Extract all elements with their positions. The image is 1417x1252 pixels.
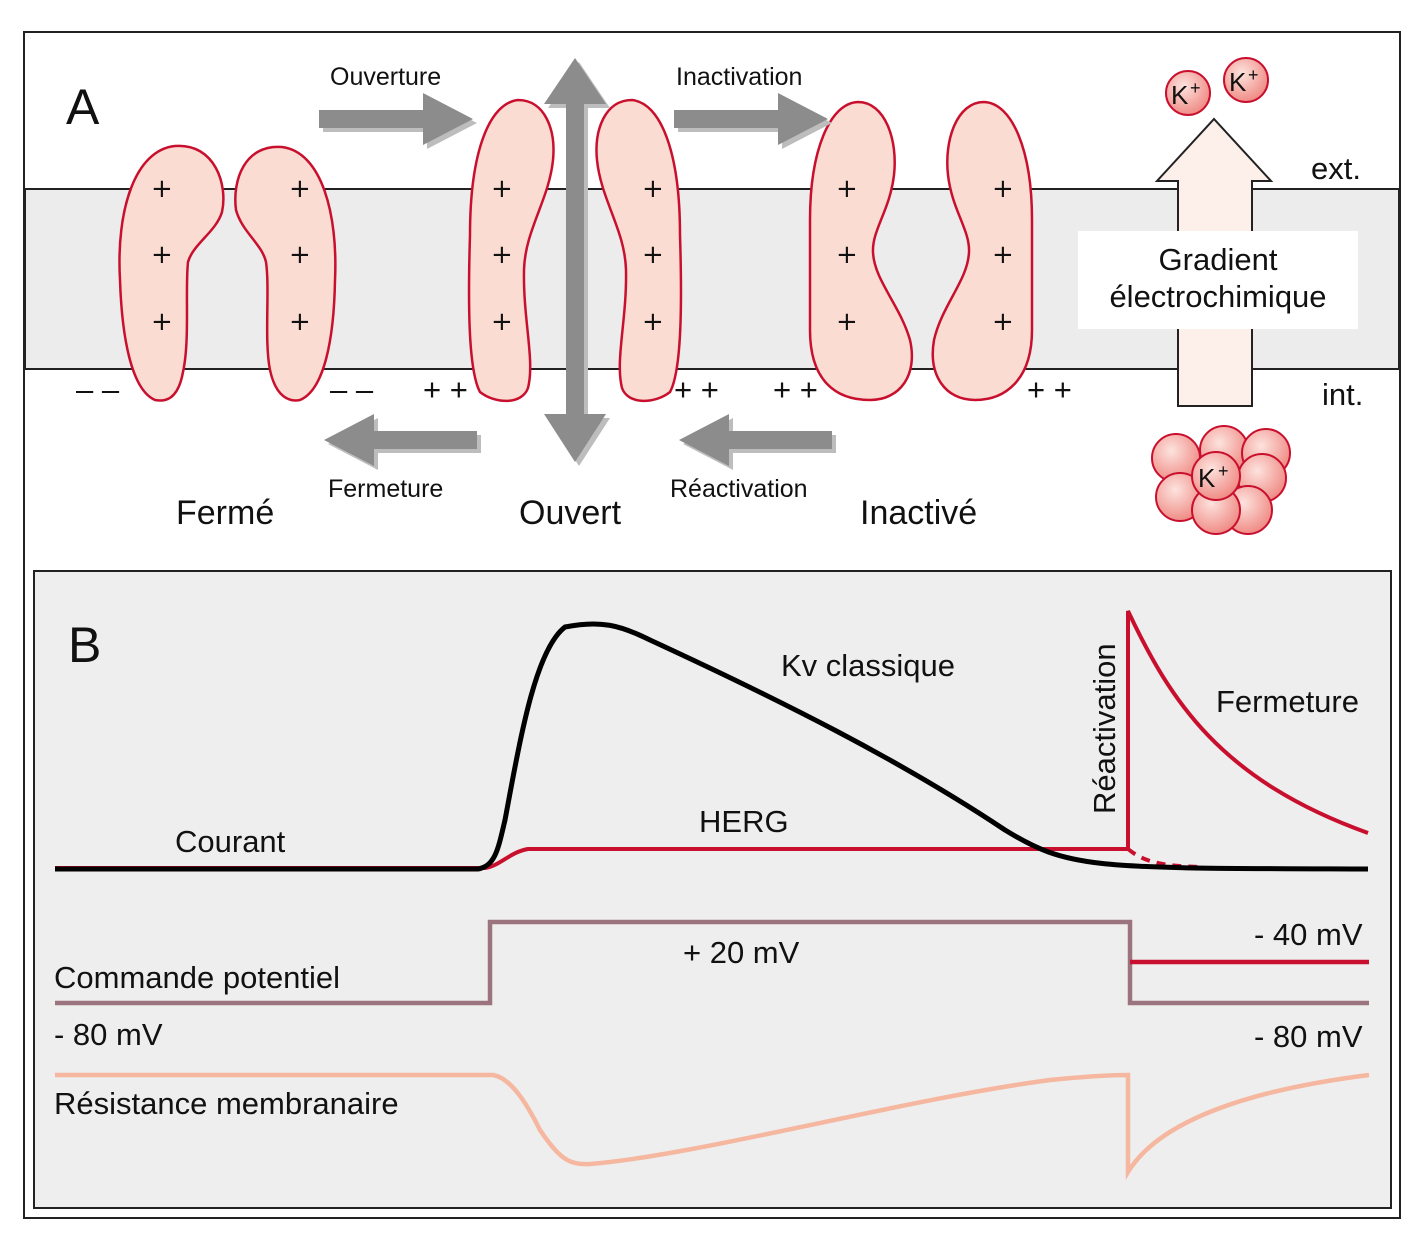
command-label: Commande potentiel <box>54 960 340 995</box>
test-voltage-40-label: - 40 mV <box>1254 917 1363 952</box>
charge-plus: + <box>289 307 311 337</box>
surface-charge-plus: + + <box>1027 372 1072 407</box>
state-open-label: Ouvert <box>519 494 622 532</box>
ion-flow-double-arrow <box>544 58 610 466</box>
membrane-resistance-trace <box>55 1072 1370 1180</box>
charge-plus: + <box>992 240 1014 270</box>
ion-symbol: K <box>1229 67 1247 97</box>
charge-plus: + <box>491 307 513 337</box>
kv-current-trace <box>55 621 1369 872</box>
surface-charge-plus: + + <box>674 372 719 407</box>
panel-a-letter: A <box>66 79 100 135</box>
command-potential-trace <box>55 919 1369 1006</box>
charge-plus: + <box>289 240 311 270</box>
ion-sphere <box>1165 70 1211 116</box>
resistance-label: Résistance membranaire <box>54 1086 399 1121</box>
inactivated-subunit-right <box>931 100 1034 402</box>
ion-charge: + <box>1218 461 1229 481</box>
state-closed-label: Fermé <box>176 494 274 532</box>
charge-plus: + <box>992 307 1014 337</box>
ion-symbol: K <box>1198 463 1216 493</box>
panel-a: A ext. int. + + + + + + + + <box>24 57 1400 535</box>
closed-subunit-left <box>118 144 225 402</box>
charge-plus: + <box>642 240 664 270</box>
charge-plus: + <box>151 307 173 337</box>
reactivation-label-b: Réactivation <box>1087 643 1122 814</box>
inactivated-subunit-left <box>808 100 914 402</box>
charge-plus: + <box>491 174 513 204</box>
charge-plus: + <box>836 174 858 204</box>
ion-symbol: K <box>1171 80 1189 110</box>
reactivation-arrow <box>679 414 836 470</box>
potassium-ion-outside-1: K + <box>1165 70 1211 116</box>
charge-plus: + <box>642 307 664 337</box>
charge-plus: + <box>836 240 858 270</box>
charge-plus: + <box>642 174 664 204</box>
inactivation-arrow <box>674 93 832 149</box>
inactivated-channel <box>808 100 1034 402</box>
current-label: Courant <box>175 824 286 859</box>
reactivation-label: Réactivation <box>670 475 808 503</box>
ion-sphere <box>1223 57 1269 103</box>
ext-label: ext. <box>1311 151 1361 186</box>
inactivation-arrow-body <box>674 93 828 145</box>
surface-charge-plus: + + <box>773 372 818 407</box>
panel-b-letter: B <box>68 617 101 673</box>
state-inactivated-label: Inactivé <box>860 494 977 532</box>
closed-channel <box>118 144 337 402</box>
gradient-label-backdrop <box>1078 231 1358 329</box>
charge-plus: + <box>289 174 311 204</box>
gating-charges: + + + + + + + + + + + + + + + + + + <box>151 174 1014 337</box>
closing-label-b: Fermeture <box>1216 684 1359 719</box>
opening-label: Ouverture <box>330 63 441 91</box>
test-voltage-80-label: - 80 mV <box>1254 1019 1363 1054</box>
gradient-label-line1: Gradient <box>1159 242 1278 277</box>
ion-sphere-labelled <box>1191 451 1241 501</box>
step-voltage-label: + 20 mV <box>683 935 800 970</box>
kv-label: Kv classique <box>781 648 955 683</box>
charge-plus: + <box>151 174 173 204</box>
reactivation-arrow-body <box>679 414 832 466</box>
ion-charge: + <box>1190 78 1201 98</box>
herg-current-trace <box>55 610 1369 870</box>
potassium-ion-cluster-inside: K + <box>1151 425 1291 535</box>
closing-arrow-body <box>324 414 477 466</box>
ion-charge: + <box>1248 65 1259 85</box>
closing-label: Fermeture <box>328 475 443 503</box>
holding-voltage-label: - 80 mV <box>54 1017 163 1052</box>
open-channel <box>467 98 683 403</box>
charge-plus: + <box>992 174 1014 204</box>
inactivation-label: Inactivation <box>676 63 802 91</box>
panel-b: B Courant Kv classique HERG Réactivation… <box>33 570 1392 1209</box>
charge-plus: + <box>491 240 513 270</box>
charge-plus: + <box>151 240 173 270</box>
int-label: int. <box>1322 377 1363 412</box>
closing-arrow <box>324 414 481 470</box>
open-subunit-left <box>467 98 555 403</box>
closed-subunit-right <box>234 145 337 402</box>
ion-flow-arrow-body <box>544 58 606 462</box>
surface-charge-plus: + + <box>423 372 468 407</box>
potassium-ion-outside-2: K + <box>1223 57 1269 103</box>
opening-arrow-body <box>319 93 473 145</box>
surface-charges: – – – – + + + + + + + + <box>76 372 1072 407</box>
herg-label: HERG <box>699 804 789 839</box>
surface-charge-minus: – – <box>76 372 120 407</box>
surface-charge-minus: – – <box>330 372 374 407</box>
opening-arrow <box>319 93 477 149</box>
gradient-label-line2: électrochimique <box>1109 279 1326 314</box>
charge-plus: + <box>836 307 858 337</box>
open-subunit-right <box>595 98 683 403</box>
